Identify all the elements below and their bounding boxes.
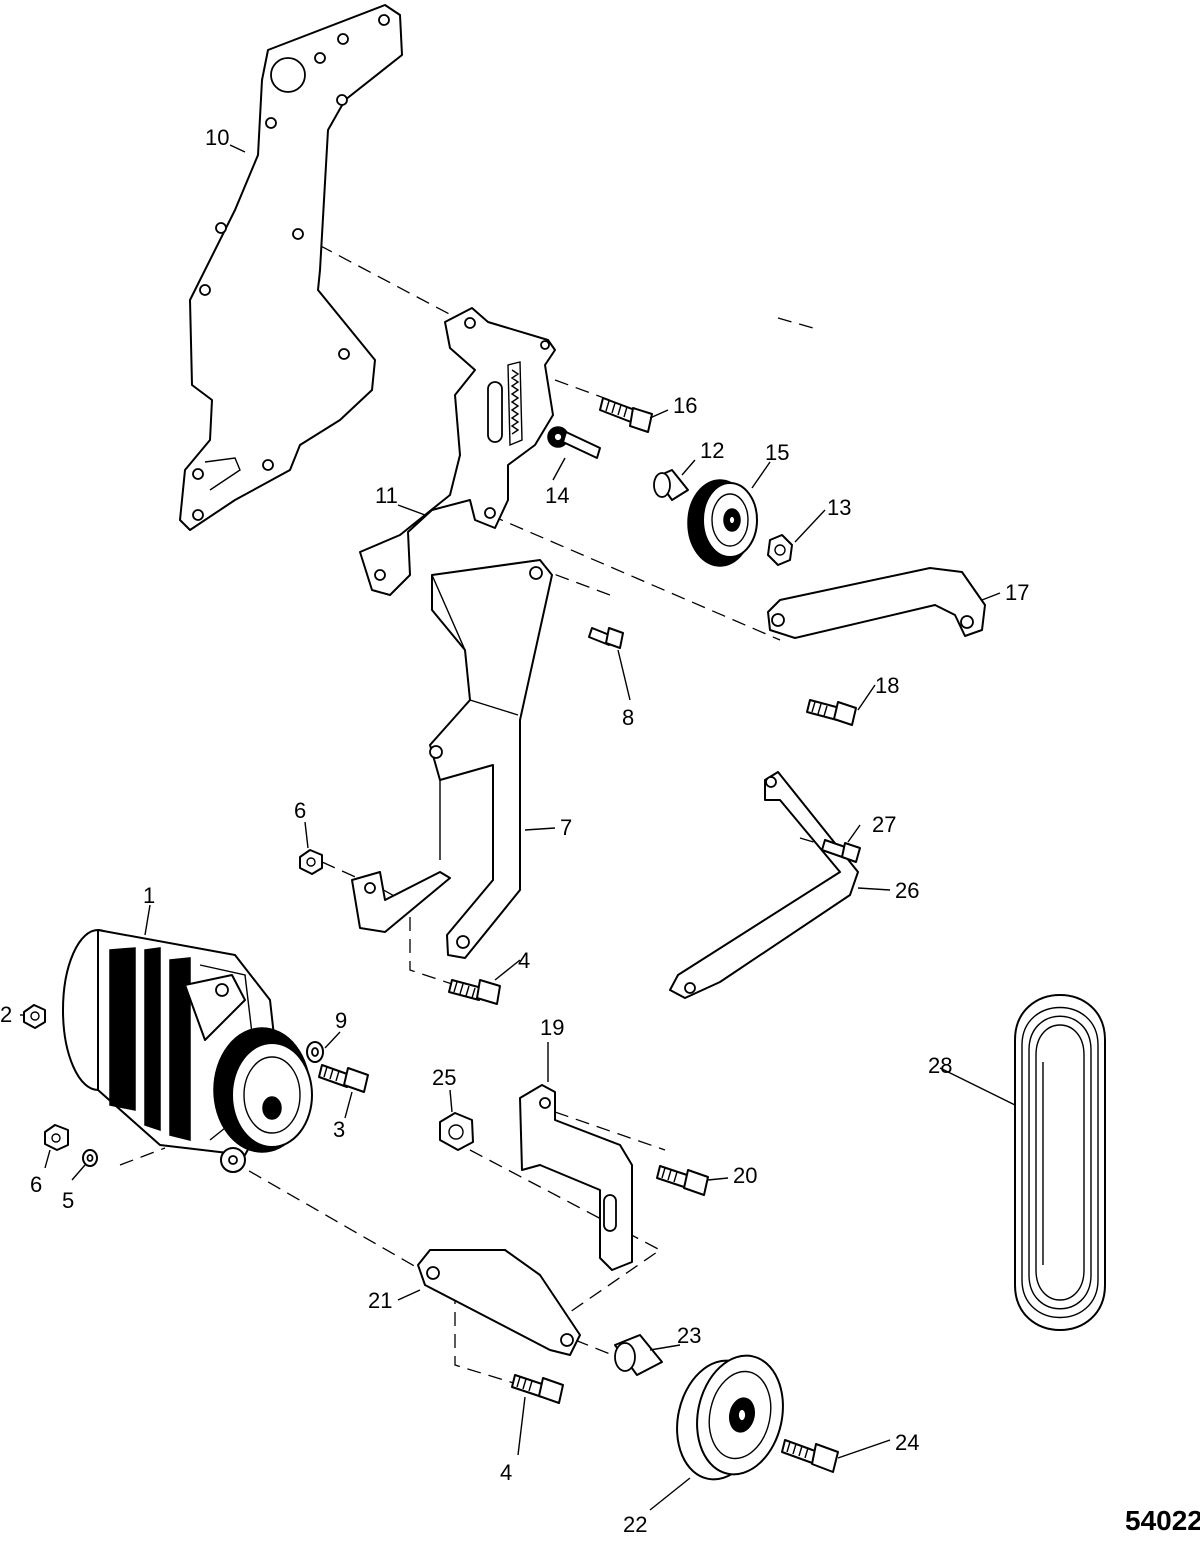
part-3-bolt (318, 1064, 369, 1093)
callout-27: 27 (872, 812, 896, 837)
callout-5: 5 (62, 1188, 74, 1213)
callout-8: 8 (622, 705, 634, 730)
callout-20: 20 (733, 1163, 757, 1188)
callout-4-upper: 4 (518, 948, 530, 973)
callout-17: 17 (1005, 580, 1029, 605)
part-9-washer (306, 1041, 324, 1063)
callout-14: 14 (545, 483, 569, 508)
callout-6-lower: 6 (30, 1172, 42, 1197)
part-4-bolt-upper (448, 979, 501, 1005)
part-4-bolt-lower (511, 1374, 564, 1404)
callout-15: 15 (765, 440, 789, 465)
callout-9: 9 (335, 1008, 347, 1033)
part-20-bolt (656, 1165, 709, 1196)
part-19-bracket (519, 1084, 633, 1271)
part-28-drive-belt (1014, 994, 1106, 1331)
part-25-nut (439, 1112, 474, 1151)
part-22-idler-pulley (676, 1354, 784, 1481)
callout-18: 18 (875, 673, 899, 698)
assembly-lines (119, 234, 841, 1386)
callout-26: 26 (895, 878, 919, 903)
leader-lines (20, 144, 1016, 1511)
part-24-bolt (781, 1439, 839, 1473)
callout-labels: 10 11 14 16 12 15 13 17 18 8 7 6 1 2 9 3… (0, 125, 1200, 1537)
callout-13: 13 (827, 495, 851, 520)
part-16-bolt (599, 397, 653, 433)
part-14-adjusting-screw (547, 426, 601, 459)
part-15-idler-pulley (687, 479, 758, 567)
part-6-nut-lower (44, 1124, 69, 1151)
part-7-bracket (351, 559, 553, 959)
part-2-nut (23, 1004, 46, 1029)
callout-11: 11 (375, 483, 398, 508)
callout-2: 2 (0, 1002, 12, 1027)
part-23-spacer (614, 1334, 663, 1376)
callout-24: 24 (895, 1430, 919, 1455)
part-27-bolt (821, 839, 861, 863)
callout-23: 23 (677, 1323, 701, 1348)
part-13-nut (767, 534, 793, 566)
part-8-screw (588, 627, 624, 649)
part-26-brace (669, 771, 859, 999)
part-6-nut-upper (299, 849, 323, 875)
callout-16: 16 (673, 393, 697, 418)
part-18-bolt (806, 699, 857, 726)
part-11-adjusting-bracket (359, 307, 556, 596)
part-10-mounting-plate (179, 4, 403, 531)
part-12-spacer (653, 469, 689, 501)
figure-id: 54022 (1125, 1505, 1200, 1536)
callout-12: 12 (700, 438, 724, 463)
callout-3: 3 (333, 1117, 345, 1142)
part-17-brace (767, 567, 986, 639)
callout-10: 10 (205, 125, 229, 150)
part-5-washer (82, 1149, 98, 1167)
part-21-bracket (417, 1249, 581, 1356)
callout-25: 25 (432, 1065, 456, 1090)
part-1-alternator (62, 929, 313, 1173)
callout-6-upper: 6 (294, 798, 306, 823)
callout-21: 21 (368, 1288, 392, 1313)
callout-4-lower: 4 (500, 1460, 512, 1485)
callout-28: 28 (928, 1053, 952, 1078)
callout-22: 22 (623, 1512, 647, 1537)
callout-1: 1 (143, 883, 155, 908)
callout-19: 19 (540, 1015, 564, 1040)
callout-7: 7 (560, 815, 572, 840)
